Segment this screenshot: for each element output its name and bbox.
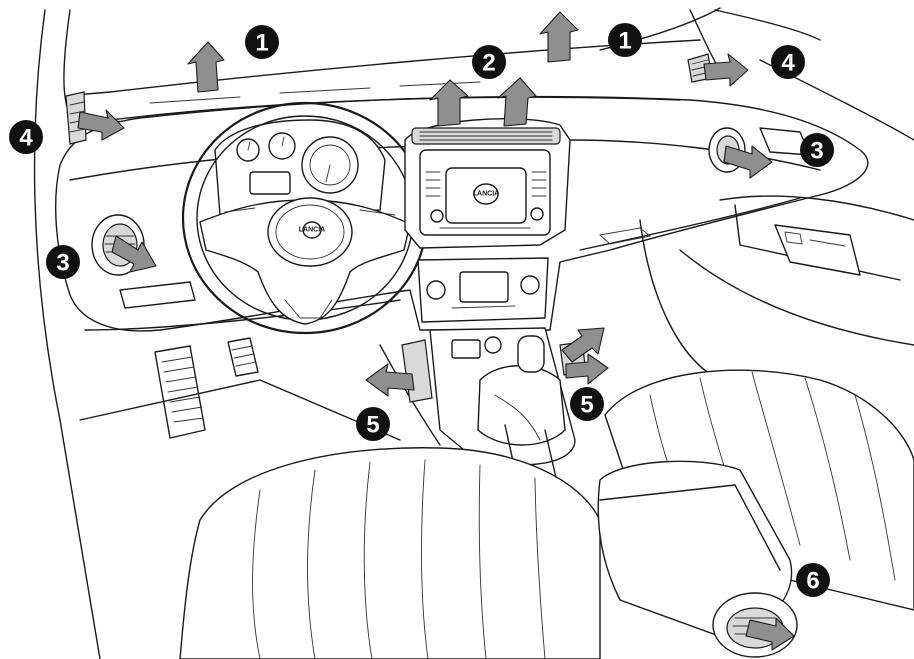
callout-1-right: 1 <box>608 23 642 57</box>
callout-2: 2 <box>472 45 506 79</box>
callout-4-left: 4 <box>9 120 43 154</box>
callout-label: 1 <box>255 30 268 57</box>
callout-label: 4 <box>781 50 795 77</box>
airflow-arrow-icon <box>704 54 748 86</box>
callout-label: 5 <box>366 412 379 439</box>
callout-5-left: 5 <box>356 407 390 441</box>
callout-label: 2 <box>482 50 495 77</box>
airflow-arrow-icon <box>188 42 224 92</box>
callout-5-right: 5 <box>570 387 604 421</box>
callout-3-left: 3 <box>46 245 80 279</box>
airflow-arrow-icon <box>540 12 578 62</box>
steering-logo-text: LANCIA <box>299 227 325 234</box>
callout-6: 6 <box>796 563 830 597</box>
callout-label: 3 <box>56 250 69 277</box>
callout-label: 4 <box>19 125 33 152</box>
callout-label: 3 <box>810 138 823 165</box>
callout-label: 5 <box>580 392 593 419</box>
callout-4-right: 4 <box>771 45 805 79</box>
callout-1-left: 1 <box>245 25 279 59</box>
callout-label: 1 <box>618 28 631 55</box>
callout-label: 6 <box>806 568 819 595</box>
callout-3-right: 3 <box>800 133 834 167</box>
radio-logo-text: LANCIA <box>473 191 499 198</box>
